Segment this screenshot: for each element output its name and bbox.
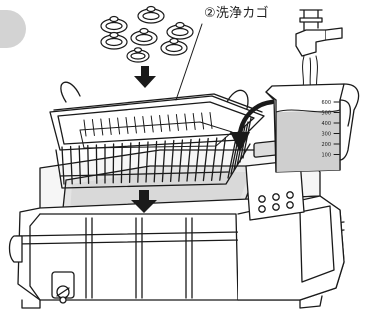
down-arrow-rings-to-basket — [134, 66, 156, 88]
rings — [101, 7, 193, 63]
ring — [101, 33, 127, 50]
control-button — [287, 202, 293, 208]
basket-slat — [121, 144, 122, 183]
basket-handle-left — [61, 82, 80, 102]
basket-slat — [88, 146, 89, 184]
ring — [138, 7, 164, 24]
basket-label: ②洗浄カゴ — [204, 2, 269, 21]
scale-label: 400 — [321, 121, 331, 127]
scale-label: 600 — [321, 100, 331, 106]
scale-label: 300 — [321, 132, 331, 138]
ring — [101, 17, 127, 34]
control-button — [259, 206, 265, 212]
measuring-beaker — [266, 84, 359, 172]
ring — [167, 23, 193, 40]
control-button — [287, 192, 293, 198]
scale-label: 500 — [321, 111, 331, 117]
control-button — [259, 196, 265, 202]
scale-label: 200 — [321, 142, 331, 148]
control-button — [273, 194, 279, 200]
drain-valve — [52, 272, 74, 303]
scale-label: 100 — [321, 153, 331, 159]
ring — [127, 48, 149, 62]
control-button — [273, 204, 279, 210]
faucet — [296, 10, 342, 94]
beaker-liquid — [276, 110, 340, 172]
ring — [161, 39, 187, 56]
ring — [131, 29, 157, 46]
